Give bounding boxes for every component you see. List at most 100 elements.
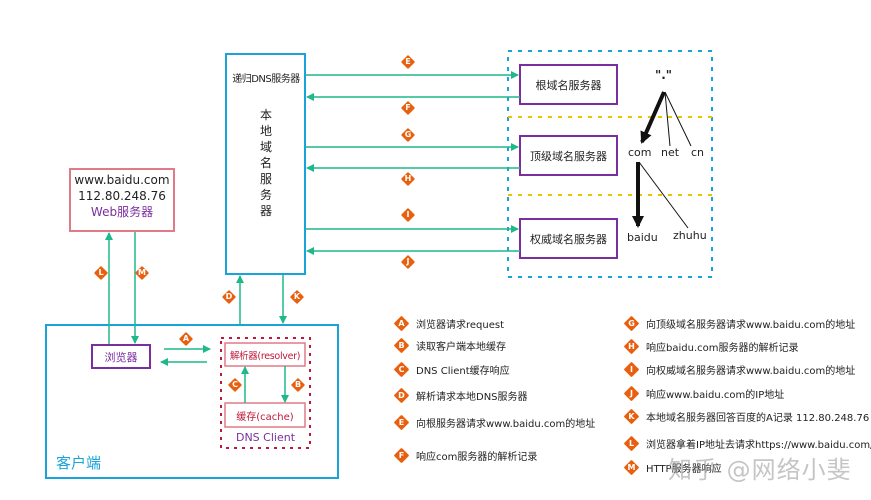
badge-j: J — [400, 254, 416, 270]
tree-zhuhu-label: zhuhu — [673, 229, 707, 242]
web-server-ip: 112.80.248.76 — [78, 189, 166, 203]
badge-letter: B — [294, 380, 302, 389]
badge-letter: I — [406, 210, 410, 219]
diamond-icon: C — [393, 361, 410, 378]
badge-d: D — [221, 289, 237, 305]
legend-key: J — [630, 389, 633, 398]
vertical-char: 名 — [259, 156, 272, 170]
tree-com-label: com — [628, 146, 652, 159]
tree-edge-root-cn — [664, 91, 692, 147]
root-server-label: 根域名服务器 — [535, 78, 602, 92]
legend-key: A — [398, 319, 405, 328]
cache-box — [224, 402, 306, 428]
legend-key: K — [628, 412, 635, 421]
diamond-icon: M — [623, 459, 640, 476]
legend-text: 响应www.baidu.com的IP地址 — [646, 390, 785, 401]
legend-item-c: C DNS Client缓存响应 — [393, 361, 510, 378]
legend-item-l: L 浏览器拿着IP地址去请求https://www.baidu.com/ — [623, 435, 871, 452]
badge-m: M — [134, 265, 150, 281]
badge-letter: D — [225, 292, 233, 301]
tld-server-label: 顶级域名服务器 — [530, 149, 607, 163]
diamond-icon: G — [623, 315, 640, 332]
legend-key: G — [628, 319, 635, 328]
badge-i: I — [400, 207, 416, 223]
legend-text: 向顶级域名服务器请求www.baidu.com的地址 — [646, 320, 856, 331]
diamond-icon: D — [393, 387, 410, 404]
badge-f: F — [400, 100, 416, 116]
legend-text: 解析请求本地DNS服务器 — [416, 392, 528, 403]
vertical-char: 域 — [259, 140, 272, 154]
diamond-icon: H — [623, 338, 640, 355]
legend-key: F — [398, 451, 405, 460]
legend-text: 浏览器请求request — [416, 320, 505, 331]
badge-letter: E — [405, 57, 411, 66]
badge-letter: K — [293, 292, 301, 301]
legend-key: M — [627, 463, 636, 472]
vertical-char: 器 — [259, 204, 272, 218]
badge-b: B — [290, 377, 306, 393]
resolver-label: 解析器(resolver) — [229, 350, 301, 362]
client-region — [45, 324, 339, 479]
legend-item-j: J 响应www.baidu.com的IP地址 — [623, 385, 785, 402]
legend-text: 向权威域名服务器请求www.baidu.com的地址 — [646, 366, 856, 377]
vertical-char: 务 — [259, 188, 272, 202]
badge-letter: C — [232, 380, 238, 389]
watermark: 知乎 @网络小斐 — [668, 456, 852, 484]
legend-item-e: E 向根服务器请求www.baidu.com的地址 — [393, 414, 596, 431]
legend-item-d: D 解析请求本地DNS服务器 — [393, 387, 528, 404]
diamond-icon: A — [393, 315, 410, 332]
authoritative-server-box — [519, 218, 618, 259]
diamond-icon: K — [623, 408, 640, 425]
vertical-char: 服 — [259, 172, 272, 186]
legend-text: 响应com服务器的解析记录 — [416, 452, 538, 463]
tree-edge-com-zhuhu — [638, 161, 689, 229]
legend-text: 读取客户端本地缓存 — [416, 342, 506, 353]
badge-letter: J — [406, 257, 410, 266]
diamond-icon: E — [393, 414, 410, 431]
web-server-domain: www.baidu.com — [74, 173, 170, 187]
vertical-char: 地 — [259, 124, 272, 138]
badge-letter: H — [404, 174, 412, 183]
legend-key: B — [398, 341, 405, 350]
browser-label: 浏览器 — [104, 350, 138, 364]
web-server-title: Web服务器 — [90, 205, 154, 219]
legend-text: DNS Client缓存响应 — [416, 366, 510, 377]
diamond-icon: I — [623, 361, 640, 378]
badge-g: G — [400, 127, 416, 143]
dns-client-label: DNS Client — [235, 431, 296, 444]
badge-letter: M — [138, 268, 146, 277]
cache-label: 缓存(cache) — [236, 411, 294, 423]
legend-item-i: I 向权威域名服务器请求www.baidu.com的地址 — [623, 361, 856, 378]
tld-server-box — [519, 135, 618, 176]
legend-text: 浏览器拿着IP地址去请求https://www.baidu.com/ — [646, 440, 871, 451]
legend-key: H — [628, 342, 635, 351]
tree-baidu-label: baidu — [627, 231, 658, 244]
legend-key: I — [630, 365, 633, 374]
legend-key: L — [628, 439, 635, 448]
diamond-icon: B — [393, 337, 410, 354]
tree-edge-root-com — [640, 91, 666, 144]
authoritative-server-label: 权威域名服务器 — [530, 232, 607, 246]
badge-c: C — [227, 377, 243, 393]
web-server-label: www.baidu.com 112.80.248.76 Web服务器 — [70, 172, 174, 220]
legend-key: D — [398, 391, 405, 400]
legend-item-f: F 响应com服务器的解析记录 — [393, 447, 538, 464]
diamond-icon: J — [623, 385, 640, 402]
legend-text: 向根服务器请求www.baidu.com的地址 — [416, 419, 596, 430]
dns-hierarchy-region — [507, 50, 713, 278]
legend-item-a: A 浏览器请求request — [393, 315, 505, 332]
tree-root-label: "." — [655, 68, 673, 82]
client-region-label: 客户端 — [56, 454, 102, 472]
local-dns-vertical-label: 本 地 域 名 服 务 器 — [256, 107, 276, 219]
tree-net-label: net — [661, 146, 680, 159]
badge-a: A — [178, 331, 194, 347]
local-dns-title: 递归DNS服务器 — [232, 74, 300, 85]
tree-edge-root-net — [664, 91, 671, 147]
diamond-icon: F — [393, 447, 410, 464]
badge-letter: L — [98, 268, 104, 277]
badge-letter: A — [182, 334, 190, 343]
